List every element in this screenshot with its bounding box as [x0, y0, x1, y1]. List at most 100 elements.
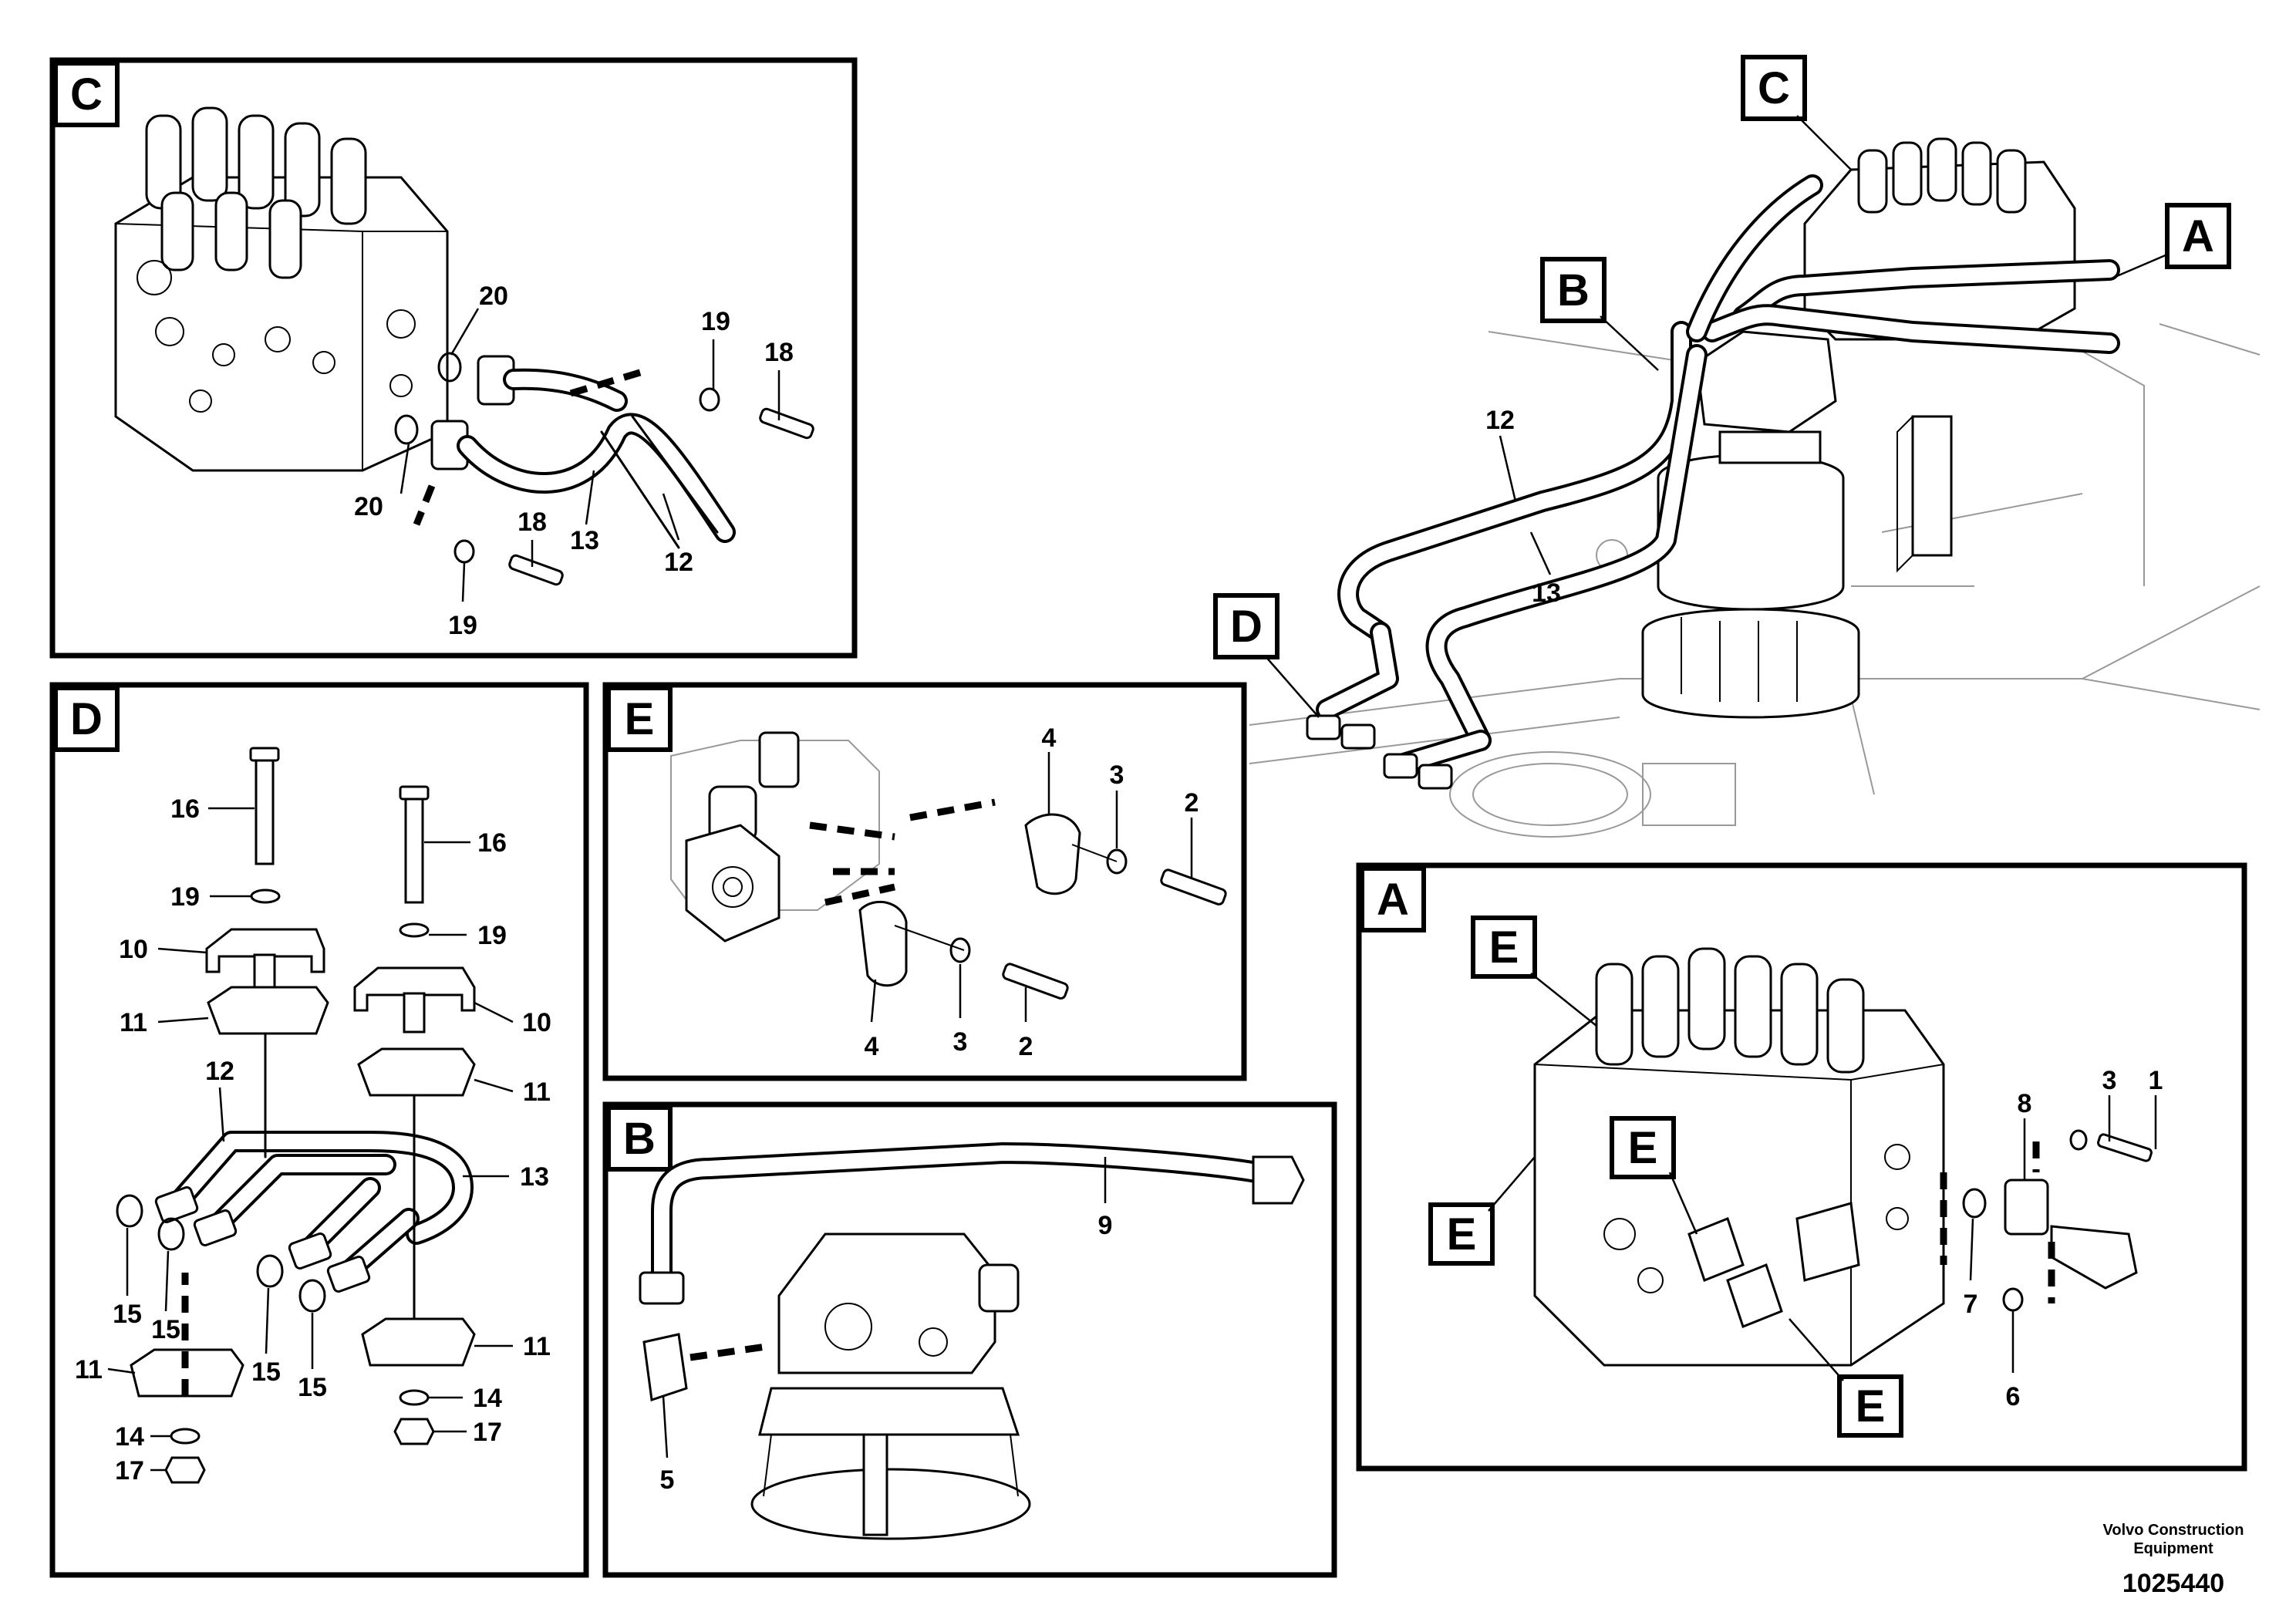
callout-15-b: 15	[151, 1315, 180, 1344]
callout-15-d: 15	[298, 1373, 327, 1402]
manufacturer-credit-line-2: Equipment	[2133, 1540, 2213, 1557]
hose-connection-illustration	[394, 352, 814, 586]
callout-15-a: 15	[113, 1300, 142, 1329]
callout-16-left: 16	[170, 794, 200, 824]
overview: C A B D 12 13	[1213, 55, 2261, 838]
panel-e: E	[602, 682, 1247, 1081]
callout-19-left: 19	[170, 882, 200, 912]
callout-9: 9	[1098, 1211, 1113, 1240]
callout-3-lower: 3	[953, 1027, 968, 1057]
panel-d-leaders	[107, 807, 514, 1472]
callout-14-left: 14	[115, 1422, 144, 1452]
control-valve-overview-illustration	[1533, 947, 2153, 1367]
callout-1: 1	[2149, 1066, 2163, 1095]
swing-motor-illustration	[639, 1142, 1305, 1540]
callout-2-upper: 2	[1185, 788, 1199, 818]
panel-a: A E	[1356, 862, 2247, 1472]
callout-18-upper: 18	[764, 338, 794, 367]
panel-b-tag: B	[623, 1114, 656, 1164]
callout-17-right: 17	[473, 1418, 502, 1447]
overview-leaders	[1264, 115, 2168, 718]
callout-11-upper-left: 11	[120, 1008, 147, 1037]
callout-11-lower-left: 11	[75, 1355, 103, 1384]
callout-4-upper: 4	[1042, 723, 1057, 753]
overview-tag-box-c	[1741, 55, 1807, 121]
panel-a-leaders	[1488, 973, 2157, 1381]
callout-15-c: 15	[251, 1357, 281, 1387]
callout-13: 13	[570, 526, 599, 555]
callout-17-left: 17	[115, 1456, 144, 1485]
callout-10-right: 10	[522, 1008, 551, 1037]
callout-2-lower: 2	[1019, 1032, 1033, 1061]
panel-c: C	[49, 57, 858, 659]
overview-tag-b: B	[1557, 265, 1590, 315]
overview-hoses	[1306, 174, 2120, 790]
footer: Volvo Construction Equipment 1025440	[2103, 1522, 2244, 1598]
overview-tag-a: A	[2182, 211, 2214, 261]
panel-e-callouts: 4 3 2 4 3 2	[865, 723, 1199, 1061]
callout-16-right: 16	[477, 828, 507, 858]
overview-tags: C A B D	[1213, 55, 2231, 659]
panel-a-subtag-box-4	[1837, 1374, 1903, 1438]
callout-18-lower: 18	[518, 508, 547, 537]
overview-tag-box-a	[2165, 203, 2231, 269]
panel-c-leaders	[400, 308, 781, 602]
panel-b-leaders	[662, 1157, 1107, 1458]
panel-c-tag-box	[53, 61, 120, 127]
panel-a-subtag-e-1: E	[1489, 922, 1519, 973]
callout-10-left: 10	[119, 935, 148, 964]
panel-d-tag: D	[70, 694, 103, 744]
callout-11-lower-right: 11	[523, 1332, 551, 1361]
panel-a-subtag-box-2	[1610, 1116, 1676, 1179]
panel-b-tag-box	[606, 1105, 673, 1172]
callout-3: 3	[2102, 1066, 2117, 1095]
valve-section-illustration	[670, 731, 1227, 1000]
panel-a-sub-tags: E E E E	[1428, 916, 1903, 1438]
callout-3-upper: 3	[1110, 760, 1124, 790]
callout-7: 7	[1964, 1290, 1978, 1319]
overview-callout-13: 13	[1532, 578, 1561, 608]
panel-e-tag: E	[625, 694, 655, 744]
panel-c-tag: C	[70, 69, 103, 120]
document-number: 1025440	[2122, 1569, 2224, 1598]
swing-motor-overview-illustration	[1641, 330, 1860, 719]
callout-4-lower: 4	[865, 1032, 879, 1061]
clamp-assembly-illustration	[116, 747, 476, 1484]
callout-12: 12	[664, 548, 693, 577]
callout-20-upper: 20	[479, 282, 508, 311]
panel-a-subtag-box-1	[1471, 916, 1537, 979]
panel-a-subtag-e-4: E	[1856, 1381, 1886, 1431]
overview-tag-box-b	[1540, 257, 1607, 323]
control-valve-overview-illustration-2	[1803, 137, 2076, 573]
panel-d-callouts: 16 16 19 19 10 10 11 11 12 13 15 15 15 1…	[75, 794, 551, 1485]
panel-a-callouts: 8 3 1 7 6	[1964, 1066, 2163, 1411]
callout-6: 6	[2006, 1382, 2021, 1411]
callout-19-upper: 19	[701, 307, 730, 336]
callout-13: 13	[520, 1162, 549, 1192]
overview-tag-box-d	[1213, 593, 1279, 659]
control-valve-illustration	[114, 106, 449, 472]
panel-b: B 9 5	[602, 1101, 1337, 1578]
manufacturer-credit-line-1: Volvo Construction	[2103, 1522, 2244, 1539]
panel-d: D	[49, 682, 589, 1578]
panel-a-subtag-e-3: E	[1447, 1209, 1477, 1259]
callout-12: 12	[205, 1057, 234, 1086]
panel-d-tag-box	[53, 686, 120, 752]
callout-20-lower: 20	[354, 492, 383, 521]
overview-callout-12: 12	[1485, 406, 1515, 435]
panel-a-subtag-e-2: E	[1628, 1123, 1658, 1173]
overview-callouts: 12 13	[1485, 406, 1561, 608]
panel-b-callouts: 9 5	[660, 1211, 1113, 1495]
panel-d-frame	[49, 682, 589, 1578]
panel-a-tag-box	[1360, 866, 1426, 932]
callout-5: 5	[660, 1465, 675, 1495]
overview-tag-c: C	[1758, 63, 1790, 113]
panel-a-tag: A	[1377, 875, 1409, 925]
panel-e-leaders	[870, 752, 1193, 1023]
callout-19-right: 19	[477, 921, 507, 950]
callout-19-lower: 19	[448, 611, 477, 640]
overview-tag-d: D	[1230, 602, 1263, 652]
panel-a-subtag-box-3	[1428, 1202, 1495, 1266]
panel-e-tag-box	[606, 686, 673, 752]
